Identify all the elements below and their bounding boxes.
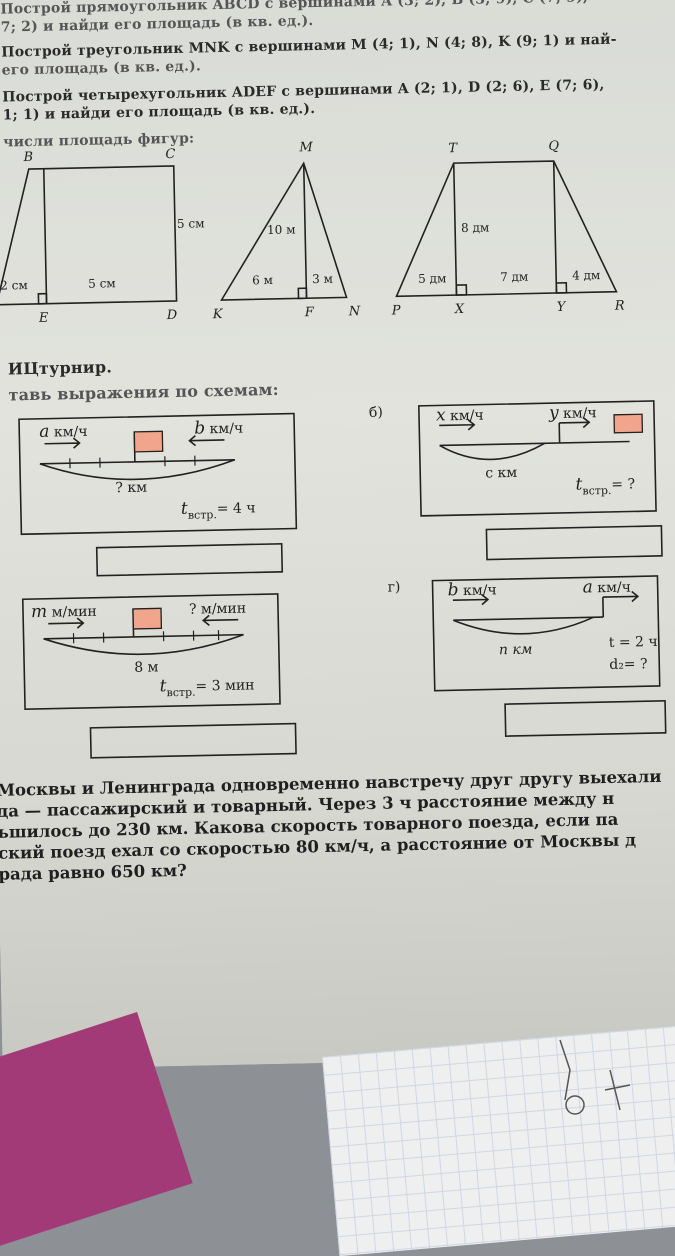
distance-label: 8 м: [134, 659, 159, 676]
task-line: Построй треугольник MNK с вершинами M (4…: [1, 32, 617, 61]
svg-text:tвстр.= ?: tвстр.= ?: [575, 473, 635, 497]
vertex-m: M: [298, 140, 313, 155]
flag-icon: [133, 608, 161, 629]
answer-box-v: [90, 724, 296, 758]
distance-label: n км: [499, 642, 533, 659]
time-label: t = 2 ч: [609, 634, 658, 651]
scheme-label: б): [369, 405, 383, 421]
answer-box-b: [486, 526, 662, 560]
dimension-label: 5 см: [177, 216, 205, 231]
vertex-b: B: [22, 150, 33, 165]
distance-2-label: d₂= ?: [609, 656, 648, 673]
distance-label: с км: [485, 465, 517, 482]
svg-text:? м/мин: ? м/мин: [189, 601, 246, 618]
dimension-label: 6 м: [252, 273, 273, 287]
pen-doodle: [530, 1010, 650, 1130]
figures-diagram: B C E D M K F N T Q P X Y R 2 см 5 см 5 …: [0, 126, 662, 340]
vertex-k: K: [212, 307, 224, 322]
height-line: [44, 169, 47, 304]
answer-box-g: [505, 701, 666, 736]
svg-text:b км/ч: b км/ч: [194, 418, 243, 439]
dimension-label: 10 м: [267, 222, 296, 237]
answer-box-a: [97, 544, 283, 576]
section-heading: ИЦтурнир.: [8, 357, 112, 378]
svg-text:m м/мин: m м/мин: [31, 601, 97, 622]
svg-text:b км/ч: b км/ч: [447, 579, 496, 600]
vertex-y: Y: [557, 300, 567, 315]
motion-schemes: a км/ч b км/ч ? км tвстр.= 4 ч б) x км/ч…: [0, 386, 671, 780]
vertex-x: X: [454, 302, 465, 317]
dimension-label: 8 дм: [461, 220, 489, 235]
dimension-label: 5 см: [88, 276, 116, 291]
distance-label: ? км: [115, 480, 147, 497]
task-line: его площадь (в кв. ед.).: [2, 58, 202, 78]
dimension-label: 3 м: [312, 272, 333, 286]
scheme-label: г): [387, 579, 400, 595]
dimension-label: 4 дм: [572, 268, 600, 283]
vertex-t: T: [448, 141, 458, 156]
vertex-n: N: [348, 304, 361, 319]
vertex-q: Q: [548, 139, 559, 154]
flag-icon: [614, 414, 642, 433]
svg-text:tвстр.= 4 ч: tвстр.= 4 ч: [181, 497, 256, 522]
dimension-label: 7 дм: [500, 270, 528, 285]
svg-text:a км/ч: a км/ч: [39, 421, 88, 442]
vertex-f: F: [304, 305, 315, 320]
flag-icon: [134, 431, 162, 452]
textbook-page: Построй прямоугольник ABCD с вершинами A…: [0, 0, 675, 1070]
svg-text:x км/ч: x км/ч: [436, 405, 484, 426]
vertex-d: D: [166, 308, 178, 323]
word-problem: Москвы и Ленинграда одновременно навстре…: [0, 766, 663, 885]
vertex-r: R: [614, 299, 625, 314]
dimension-label: 5 дм: [418, 271, 446, 286]
svg-text:y км/ч: y км/ч: [548, 402, 597, 423]
svg-text:tвстр.= 3 мин: tвстр.= 3 мин: [159, 674, 254, 699]
vertex-p: P: [391, 303, 401, 318]
svg-text:a км/ч: a км/ч: [582, 577, 631, 598]
vertex-c: C: [165, 147, 175, 162]
vertex-e: E: [38, 311, 49, 326]
dimension-label: 2 см: [0, 278, 28, 293]
